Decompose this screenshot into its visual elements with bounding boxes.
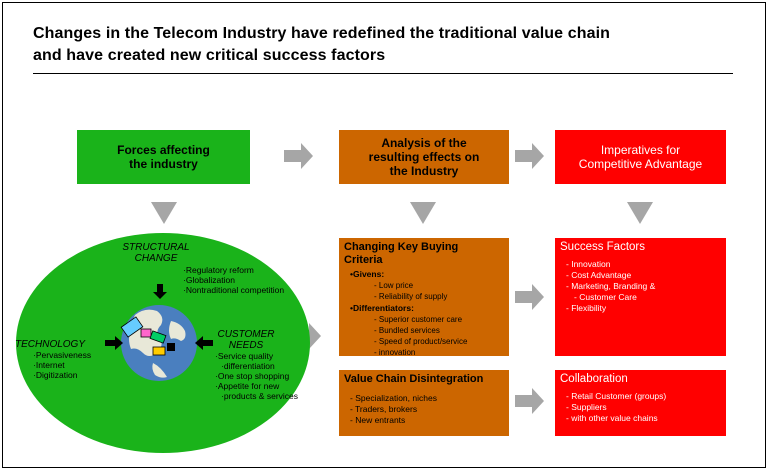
list-item: with other value chains xyxy=(566,413,666,424)
list-item: Globalization xyxy=(183,275,284,285)
customer-list: Service quality differentiation One stop… xyxy=(215,351,298,401)
list-item: New entrants xyxy=(350,415,437,426)
arrow-down-icon xyxy=(627,202,653,224)
list-item: Customer Care xyxy=(566,292,655,303)
analysis-line-1: Analysis of the xyxy=(381,136,467,150)
structural-line-1: STRUCTURAL xyxy=(122,242,190,253)
buying-criteria-box: Changing Key Buying Criteria Givens: Low… xyxy=(339,238,509,358)
givens-list: Low price Reliability of supply xyxy=(374,280,447,302)
list-item: products & services xyxy=(215,391,298,401)
list-item: Speed of product/service xyxy=(374,336,468,347)
value-chain-box: Value Chain Disintegration Specializatio… xyxy=(339,370,509,436)
givens-label: Givens: xyxy=(350,269,384,280)
list-item: Low price xyxy=(374,280,447,291)
arrow-right-icon xyxy=(515,143,544,169)
phone-icon xyxy=(152,343,175,356)
buying-title-line-2: Criteria xyxy=(344,254,383,266)
collaboration-title: Collaboration xyxy=(560,373,628,385)
technology-label: TECHNOLOGY xyxy=(15,339,86,350)
title-line-2: and have created new critical success fa… xyxy=(33,47,386,64)
analysis-line-2: resulting effects on xyxy=(368,150,480,164)
arrow-right-icon xyxy=(284,143,313,169)
forces-box: Forces affecting the industry xyxy=(77,130,250,184)
slide-title: Changes in the Telecom Industry have red… xyxy=(33,23,733,67)
arrow-right-icon xyxy=(515,388,544,414)
differentiators-label: Differentiators: xyxy=(350,303,414,314)
list-item: Retail Customer (groups) xyxy=(566,391,666,402)
list-item: innovation xyxy=(374,347,467,358)
customer-line-2: NEEDS xyxy=(228,340,264,351)
list-item: Pervasiveness xyxy=(33,350,91,360)
list-item: Appetite for new xyxy=(215,381,298,391)
list-item: Digitization xyxy=(33,370,91,380)
imperatives-box: Imperatives for Competitive Advantage xyxy=(555,130,726,184)
list-item: differentiation xyxy=(215,361,298,371)
list-item: Specialization, niches xyxy=(350,393,437,404)
value-chain-list: Specialization, niches Traders, brokers … xyxy=(350,393,437,426)
collaboration-list: Retail Customer (groups) Suppliers with … xyxy=(566,391,666,424)
forces-line-1: Forces affecting xyxy=(117,143,210,157)
list-item: Reliability of supply xyxy=(374,291,447,302)
analysis-line-3: the Industry xyxy=(389,164,459,178)
collaboration-box: Collaboration Retail Customer (groups) S… xyxy=(555,370,726,436)
slide-frame: Changes in the Telecom Industry have red… xyxy=(2,2,766,468)
differentiators-list: Superior customer care Bundled services … xyxy=(374,314,468,358)
list-item: Nontraditional competition xyxy=(183,285,284,295)
buying-title-line-1: Changing Key Buying xyxy=(344,241,459,253)
list-item: Cost Advantage xyxy=(566,270,655,281)
technology-list: Pervasiveness Internet Digitization xyxy=(33,350,91,380)
list-item: Internet xyxy=(33,360,91,370)
title-divider xyxy=(33,73,733,74)
success-factors-box: Success Factors Innovation Cost Advantag… xyxy=(555,238,726,356)
imperatives-line-2: Competitive Advantage xyxy=(578,157,703,171)
value-chain-title: Value Chain Disintegration xyxy=(344,373,484,385)
arrow-down-icon xyxy=(410,202,436,224)
list-item: Suppliers xyxy=(566,402,666,413)
title-line-1: Changes in the Telecom Industry have red… xyxy=(33,25,611,42)
list-item: Traders, brokers xyxy=(350,404,437,415)
list-item: Regulatory reform xyxy=(183,265,284,275)
imperatives-line-1: Imperatives for xyxy=(600,143,681,157)
buying-criteria-title: Changing Key Buying Criteria xyxy=(344,241,458,267)
forces-line-2: the industry xyxy=(129,157,198,171)
arrow-right-icon xyxy=(515,284,544,310)
analysis-box: Analysis of the resulting effects on the… xyxy=(339,130,509,184)
structural-line-2: CHANGE xyxy=(134,253,178,264)
structural-list: Regulatory reform Globalization Nontradi… xyxy=(183,265,284,295)
success-factors-title: Success Factors xyxy=(560,241,645,253)
success-factors-list: Innovation Cost Advantage Marketing, Bra… xyxy=(566,259,655,314)
arrow-down-icon xyxy=(151,202,177,224)
list-item: Service quality xyxy=(215,351,298,361)
list-item: Bundled services xyxy=(374,325,467,336)
list-item: Superior customer care xyxy=(374,314,467,325)
list-item: Flexibility xyxy=(566,303,655,314)
customer-line-1: CUSTOMER xyxy=(217,329,275,340)
list-item: One stop shopping xyxy=(215,371,298,381)
structural-change-label: STRUCTURAL CHANGE xyxy=(111,242,201,264)
list-item: Marketing, Branding & xyxy=(566,281,655,292)
list-item: Innovation xyxy=(566,259,655,270)
customer-needs-label: CUSTOMER NEEDS xyxy=(211,329,281,351)
satellite-icon xyxy=(120,316,167,344)
